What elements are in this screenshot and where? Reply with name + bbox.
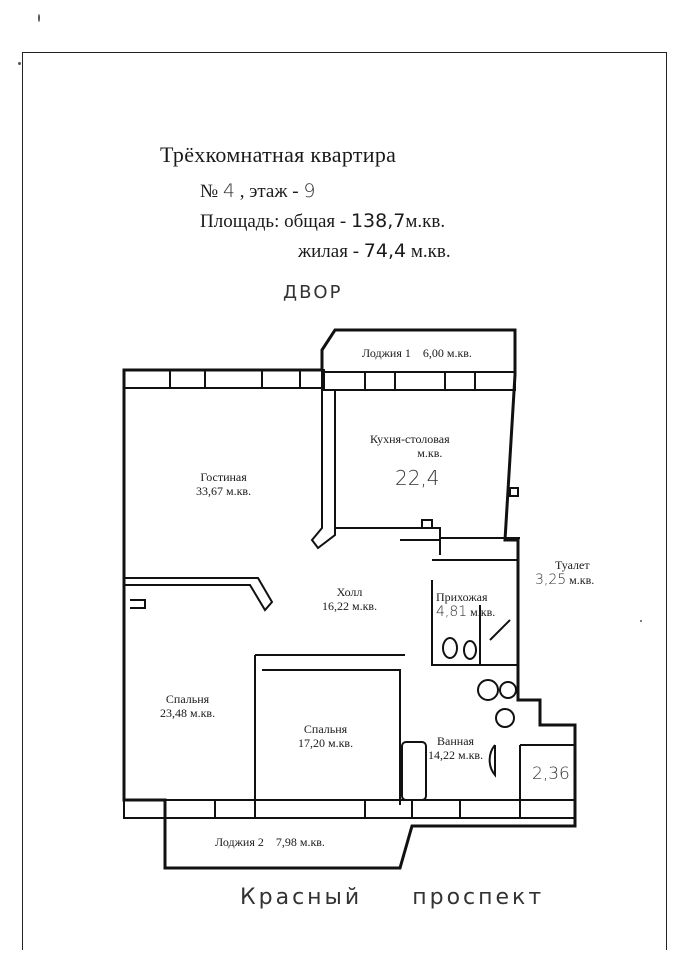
total-area-line: Площадь: общая - 138,7м.кв. [200, 210, 445, 233]
loggia2-area: 7,98 м.кв. [275, 835, 325, 849]
bedroom1-label: Спальня 23,48 м.кв. [160, 692, 215, 721]
loggia2-label: Лоджия 2 7,98 м.кв. [215, 835, 325, 849]
entry-unit: м.кв. [470, 605, 496, 620]
shower-arc [488, 744, 496, 778]
bedroom2-label: Спальня 17,20 м.кв. [298, 722, 353, 751]
partition-kitchen-bottom-2 [400, 539, 441, 555]
kitchen-unit: м.кв. [417, 446, 443, 461]
partition-living-kitchen [310, 390, 336, 550]
bathtub [401, 741, 427, 801]
living-area-label: жилая - [298, 241, 360, 262]
page-frame-top [22, 52, 667, 53]
bathroom-name: Ванная [437, 734, 475, 748]
partition-bedroom1-top [130, 599, 146, 609]
floor-number: 9 [303, 180, 316, 202]
sink [495, 708, 515, 728]
bedroom1-name: Спальня [165, 692, 210, 706]
toilet-unit: м.кв. [569, 573, 595, 588]
living-area-unit: м.кв. [410, 241, 451, 262]
living-room-area: 33,67 м.кв. [196, 484, 252, 499]
scan-speck [18, 62, 21, 65]
sink [477, 679, 499, 701]
street-word-2: проспект [412, 885, 545, 910]
living-room-label: Гостиная 33,67 м.кв. [196, 470, 251, 499]
living-area-line: жилая - 74,4 м.кв. [298, 240, 451, 263]
living-area-value: 74,4 [363, 240, 407, 262]
loggia1-label: Лоджия 1 6,00 м.кв. [362, 346, 472, 360]
bedroom2-area: 17,20 м.кв. [298, 736, 354, 751]
page-frame-left [22, 52, 23, 950]
apartment-number: 4 [222, 180, 235, 202]
hall-area: 16,22 м.кв. [322, 599, 378, 614]
page-frame-right [666, 52, 667, 950]
storage-area: 2,36 [532, 764, 570, 784]
bathroom-area: 14,22 м.кв. [428, 748, 484, 763]
bedroom2-name: Спальня [303, 722, 348, 736]
document-title: Трёхкомнатная квартира [160, 142, 397, 167]
toilet-bowl [442, 637, 458, 659]
kitchen-area: 22,4 [395, 466, 440, 490]
entry-name: Прихожая [436, 590, 488, 604]
loggia2-name: Лоджия 2 [215, 835, 264, 849]
kitchen-fixture [509, 487, 519, 497]
entry-label: Прихожая 4,81 м.кв. [436, 590, 495, 621]
loggia1-name: Лоджия 1 [362, 346, 411, 360]
scan-speck [38, 14, 40, 22]
bathroom-label: Ванная 14,22 м.кв. [428, 734, 483, 763]
entry-area: 4,81 [436, 604, 468, 621]
door-swing [489, 619, 511, 641]
kitchen-fixture [421, 519, 433, 529]
street-word-1: Красный [240, 885, 363, 910]
scan-speck [640, 620, 642, 622]
street-label: Красный проспект [240, 885, 584, 910]
toilet-name: Туалет [555, 558, 590, 572]
kitchen-name: Кухня-столовая [370, 432, 450, 446]
area-label: Площадь: [200, 211, 280, 232]
window-top-left [123, 369, 325, 389]
kitchen-label: Кухня-столовая м.кв. [370, 432, 450, 461]
floor-label: , этаж - [239, 181, 299, 202]
hall-label: Холл 16,22 м.кв. [322, 585, 377, 614]
sink [499, 681, 517, 699]
toilet-bowl [463, 640, 477, 660]
total-area-label: общая - [284, 211, 347, 232]
toilet-label: Туалет 3,25 м.кв. [535, 558, 594, 589]
apartment-number-line: № 4 , этаж - 9 [200, 180, 315, 203]
bedroom1-area: 23,48 м.кв. [160, 706, 216, 721]
window-bottom [123, 799, 576, 819]
loggia1-area: 6,00 м.кв. [422, 346, 472, 360]
loggia2-wall [164, 818, 413, 869]
yard-label: ДВОР [283, 282, 343, 303]
hall-name: Холл [336, 585, 363, 599]
window-top-right [321, 371, 516, 391]
partition-living-bottom [124, 577, 274, 612]
toilet-area: 3,25 [535, 572, 567, 589]
number-label: № [200, 181, 219, 202]
total-area-value: 138,7 [350, 210, 406, 232]
living-room-name: Гостиная [200, 470, 247, 484]
total-area-unit: м.кв. [405, 211, 446, 232]
partition-kitchen-bottom [335, 527, 520, 539]
partition-entry [431, 580, 518, 666]
